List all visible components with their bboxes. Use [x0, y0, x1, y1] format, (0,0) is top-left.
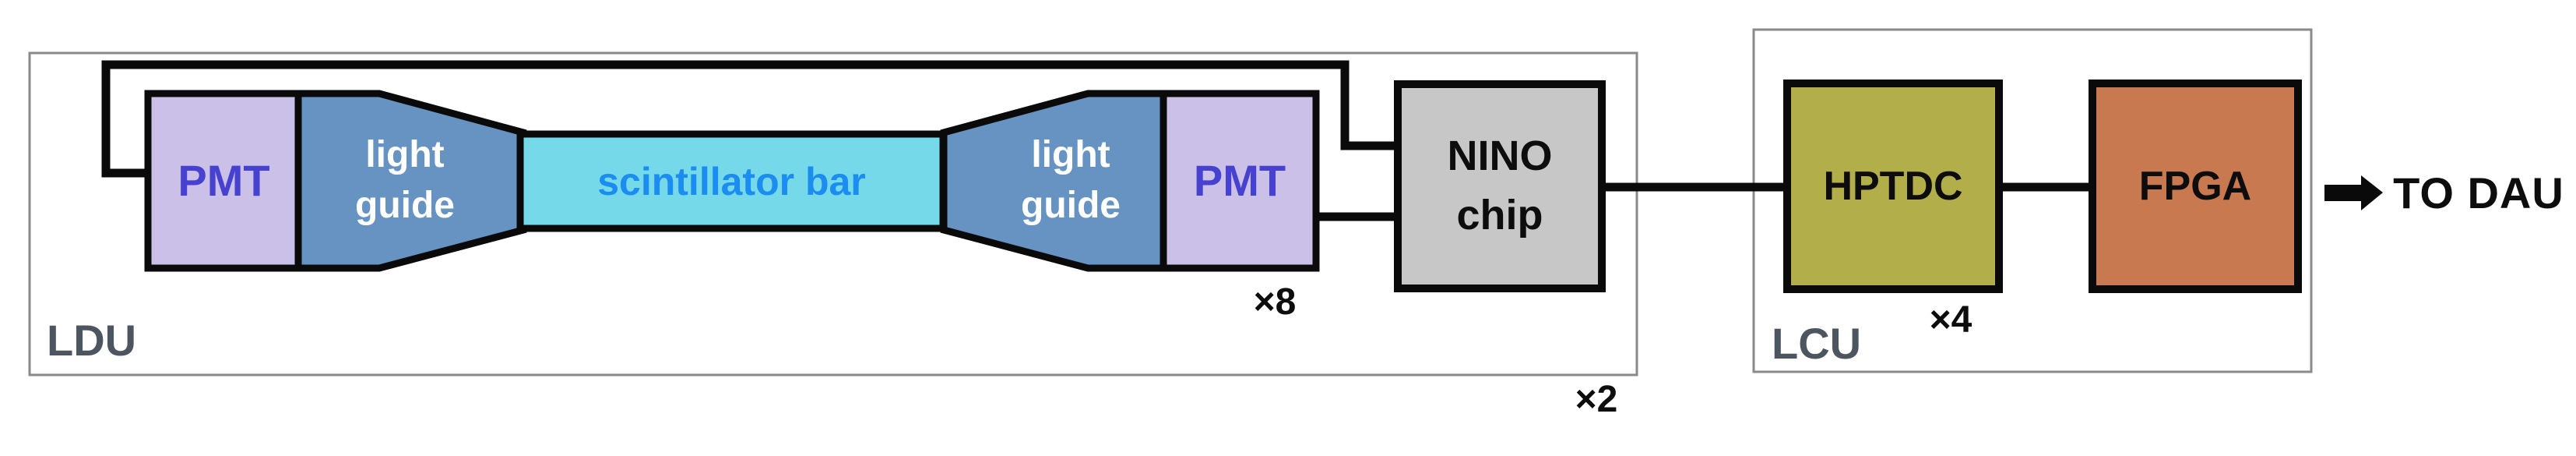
pmt-multiplier-x8: ×8 — [1253, 281, 1297, 323]
light-guide-right-line2: guide — [1021, 185, 1121, 226]
light-guide-right-line1: light — [1031, 134, 1110, 176]
lcu-unit-box — [1752, 28, 2313, 373]
light-guide-right-label: light guide — [973, 100, 1168, 262]
to-dau-arrow-icon — [2324, 175, 2383, 210]
ldu-unit-label: LDU — [47, 316, 137, 365]
lcu-unit-label: LCU — [1772, 319, 1862, 368]
pmt-left-label: PMT — [178, 155, 270, 205]
pmt-left-to-nino-line — [101, 60, 1396, 178]
scintillator-bar-label: scintillator bar — [597, 159, 866, 203]
nino-chip-box — [1394, 80, 1606, 292]
light-guide-left-line2: guide — [355, 185, 455, 226]
hptdc-box — [1783, 80, 2003, 293]
light-guide-left-label: light guide — [304, 100, 506, 262]
fpga-box — [2089, 80, 2302, 293]
pmt-right-box — [1160, 90, 1320, 272]
nino-chip-line1: NINO — [1447, 133, 1553, 180]
ldu-unit-box — [28, 51, 1638, 376]
scintillator-bar-box — [516, 130, 947, 232]
to-dau-label: TO DAU — [2393, 168, 2564, 217]
hptdc-multiplier-x4: ×4 — [1929, 299, 1972, 341]
ldu-multiplier-x2: ×2 — [1575, 379, 1618, 420]
nino-chip-label: NINO chip — [1398, 84, 1602, 288]
nino-chip-line2: chip — [1456, 192, 1543, 239]
fpga-label: FPGA — [2138, 164, 2252, 209]
hptdc-label: HPTDC — [1823, 164, 1963, 209]
pmt-right-label: PMT — [1193, 155, 1286, 205]
light-guide-left-line1: light — [365, 134, 445, 176]
